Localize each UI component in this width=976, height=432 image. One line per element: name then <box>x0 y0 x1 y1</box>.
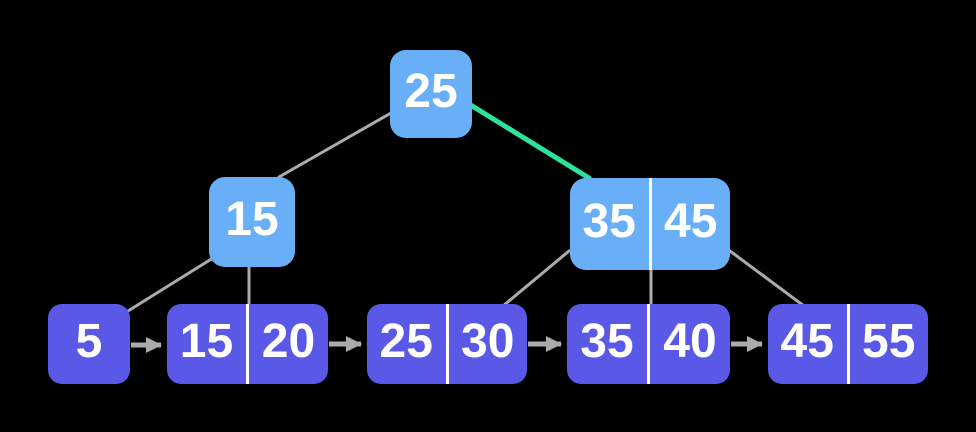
tree-leaf-4: 35 40 <box>567 304 730 384</box>
node-key: 45 <box>664 195 718 248</box>
key-divider <box>647 304 650 384</box>
tree-leaf-2: 15 20 <box>167 304 328 384</box>
edge-internal-right-to-leaf-3 <box>501 249 571 308</box>
node-key: 40 <box>663 315 717 368</box>
key-divider <box>846 304 850 384</box>
node-key: 45 <box>780 315 834 368</box>
node-key: 5 <box>75 315 103 368</box>
node-key: 30 <box>461 315 515 368</box>
key-divider <box>445 304 449 384</box>
tree-leaf-5: 45 55 <box>768 304 928 384</box>
key-divider <box>648 178 652 270</box>
edge-root-to-internal-left <box>277 111 393 179</box>
edge-root-to-internal-right-highlighted <box>466 101 592 181</box>
node-key: 55 <box>862 315 916 368</box>
node-key: 35 <box>580 315 634 368</box>
edge-internal-left-to-leaf-1 <box>126 256 215 313</box>
tree-node-root: 25 <box>390 50 472 138</box>
tree-leaf-3: 25 30 <box>367 304 527 384</box>
key-divider <box>246 304 249 384</box>
tree-node-internal-left: 15 <box>209 177 295 267</box>
tree-leaf-1: 5 <box>48 304 130 384</box>
node-key: 15 <box>225 193 279 246</box>
node-key: 25 <box>404 65 458 118</box>
node-key: 25 <box>379 315 433 368</box>
node-key: 35 <box>582 195 636 248</box>
edge-internal-right-to-leaf-5 <box>728 249 806 308</box>
tree-node-internal-right: 35 45 <box>570 178 730 270</box>
node-key: 15 <box>179 315 234 368</box>
node-key: 20 <box>261 315 316 368</box>
